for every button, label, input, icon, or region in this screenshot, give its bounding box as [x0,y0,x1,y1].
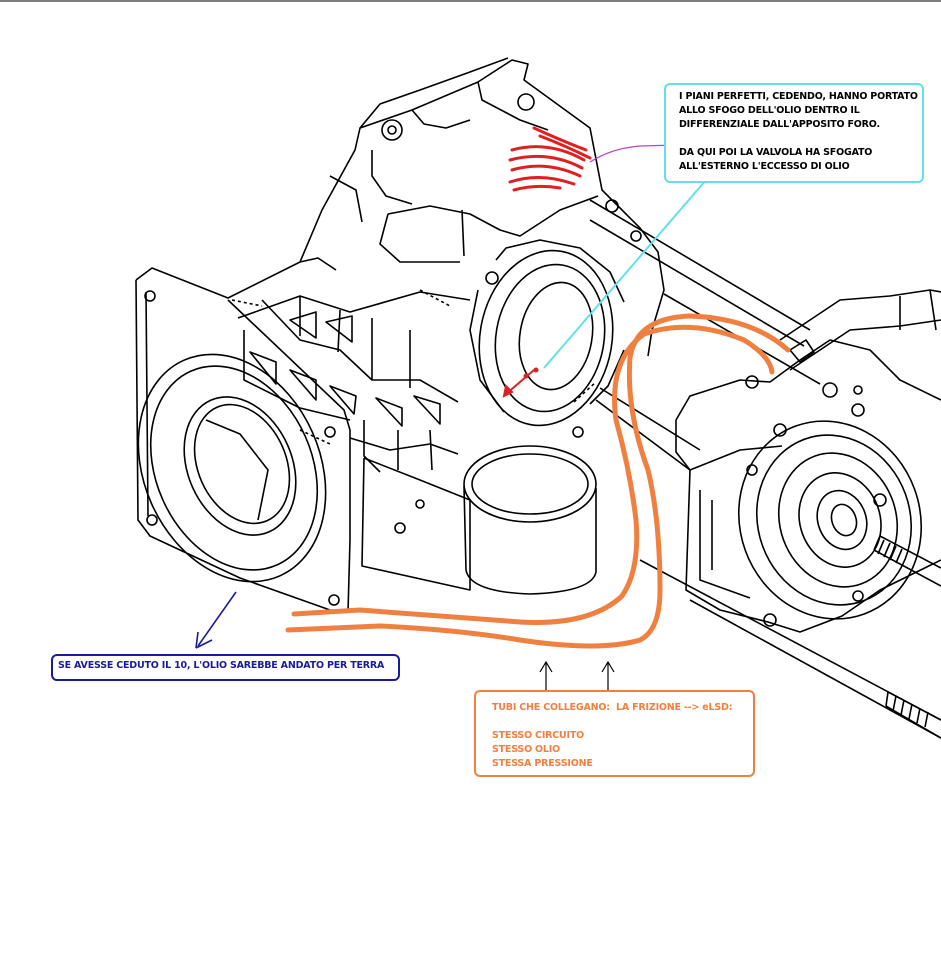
clutch-elsd-unit [675,289,941,739]
note-top-line [679,132,922,146]
note-leak-explanation: I PIANI PERFETTI, CEDENDO, HANNO PORTATO… [664,83,924,183]
note-top-line: ALL'ESTERNO L'ECCESSO DI OLIO [679,161,850,172]
note-bottom-line: STESSO CIRCUITO [492,730,585,741]
note-connecting-hoses: TUBI CHE COLLEGANO: LA FRIZIONE --> eLSD… [474,690,755,777]
note-bolt-10: SE AVESSE CEDUTO IL 10, L'OLIO SAREBBE A… [51,654,400,681]
orange-hoses [285,313,791,649]
note-bottom-line: TUBI CHE COLLEGANO: LA FRIZIONE --> eLSD… [492,702,733,713]
note-bottom-line: STESSA PRESSIONE [492,758,593,769]
note-top-line: DIFFERENZIALE DALL'APPOSITO FORO. [679,119,880,130]
note-bottom-line [492,715,753,729]
note-top-line: DA QUI POI LA VALVOLA HA SFOGATO [679,147,873,158]
blue-arrow [195,591,237,649]
oil-leak-marks [508,126,592,192]
note-left-text: SE AVESSE CEDUTO IL 10, L'OLIO SAREBBE A… [58,660,385,671]
hose-pointer-arrows [539,660,615,690]
cyan-leader-line [543,179,707,369]
magenta-pointer [589,141,813,163]
window-top-border [0,0,941,2]
differential-housing [135,57,941,739]
note-bottom-line: STESSO OLIO [492,744,560,755]
note-top-line: ALLO SFOGO DELL'OLIO DENTRO IL [679,105,860,116]
red-arrow [502,367,539,398]
note-top-line: I PIANI PERFETTI, CEDENDO, HANNO PORTATO [679,91,918,102]
